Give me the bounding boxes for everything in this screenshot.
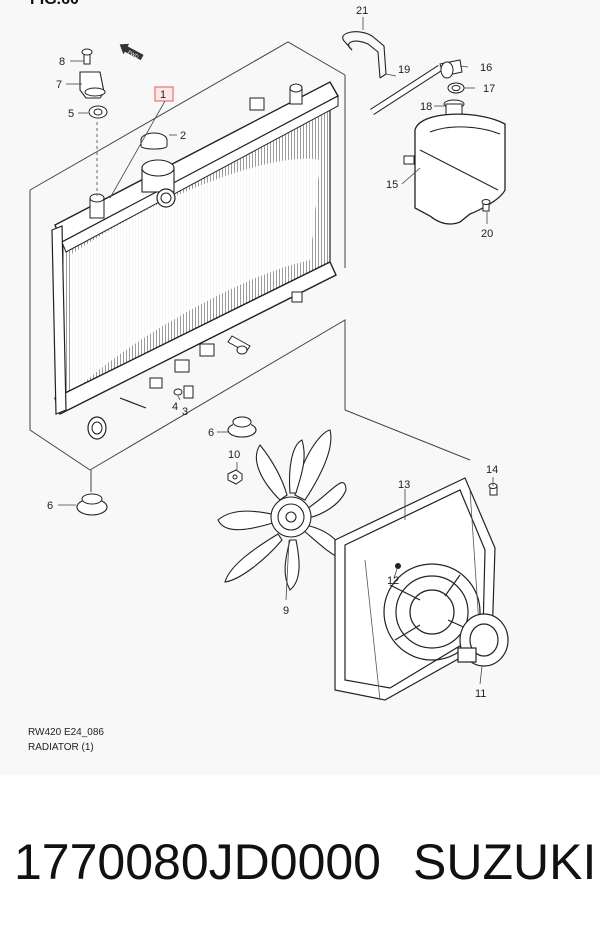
callout-6b: 6 xyxy=(47,500,53,512)
bolt-part-8 xyxy=(81,48,93,65)
callout-2: 2 xyxy=(180,130,186,142)
washer-part-17 xyxy=(447,82,465,94)
bolt-part-20 xyxy=(481,199,491,212)
nut-part-10 xyxy=(227,469,243,485)
fwd-label: FWD xyxy=(127,50,140,61)
callout-6a: 6 xyxy=(208,427,214,439)
callout-14: 14 xyxy=(486,464,498,476)
highlight-box xyxy=(154,86,174,102)
leader-lines xyxy=(58,17,494,685)
callout-7: 7 xyxy=(56,79,62,91)
hose-part-21 xyxy=(342,31,387,79)
callout-5: 5 xyxy=(68,108,74,120)
pipe-part-19 xyxy=(370,65,442,115)
drain-plug-part-3 xyxy=(183,385,194,399)
product-footer: 1770080JD0000 SUZUKI xyxy=(0,775,600,932)
diagram-title: RADIATOR (1) xyxy=(28,742,94,753)
radiator-frame xyxy=(29,41,471,471)
callout-18: 18 xyxy=(420,101,432,113)
callout-11: 11 xyxy=(475,688,486,700)
bracket-part-7 xyxy=(79,71,106,99)
fan-blade-part-9 xyxy=(217,429,347,591)
grommet-part-6-lower xyxy=(76,493,108,516)
callout-19: 19 xyxy=(398,64,410,76)
figure-label: FIG.60 xyxy=(30,0,79,9)
part-number: 1770080JD0000 xyxy=(14,834,381,890)
callout-4: 4 xyxy=(172,401,178,413)
bolt-part-12 xyxy=(395,563,401,569)
callout-12: 12 xyxy=(387,575,399,587)
callout-17: 17 xyxy=(483,83,495,95)
o-ring-part-4 xyxy=(173,388,183,396)
callout-15: 15 xyxy=(386,179,398,191)
fan-motor-part-11 xyxy=(457,613,509,667)
fan-shroud-part-13 xyxy=(334,477,496,701)
callout-1: 1 xyxy=(160,89,166,101)
callout-20: 20 xyxy=(481,228,493,240)
cushion-part-5 xyxy=(88,105,108,119)
grommet-part-6-upper xyxy=(227,416,257,438)
callout-10: 10 xyxy=(228,449,240,461)
radiator-assembly xyxy=(51,81,339,440)
callout-9: 9 xyxy=(283,605,289,617)
callout-8: 8 xyxy=(59,56,65,68)
parts-diagram: FIG.60 xyxy=(28,0,509,753)
callout-16: 16 xyxy=(480,62,492,74)
cap-part-16 xyxy=(439,59,463,79)
fwd-arrow-icon: FWD xyxy=(119,43,144,61)
callout-13: 13 xyxy=(398,479,410,491)
reservoir-tank-part-15 xyxy=(403,113,506,225)
callout-21: 21 xyxy=(356,5,368,17)
brand-name: SUZUKI xyxy=(413,834,597,890)
callout-3: 3 xyxy=(182,406,188,418)
radiator-cap-part-2 xyxy=(140,132,168,150)
exploded-view-drawing: FWD xyxy=(29,5,509,701)
diagram-code: RW420 E24_086 xyxy=(28,727,104,738)
